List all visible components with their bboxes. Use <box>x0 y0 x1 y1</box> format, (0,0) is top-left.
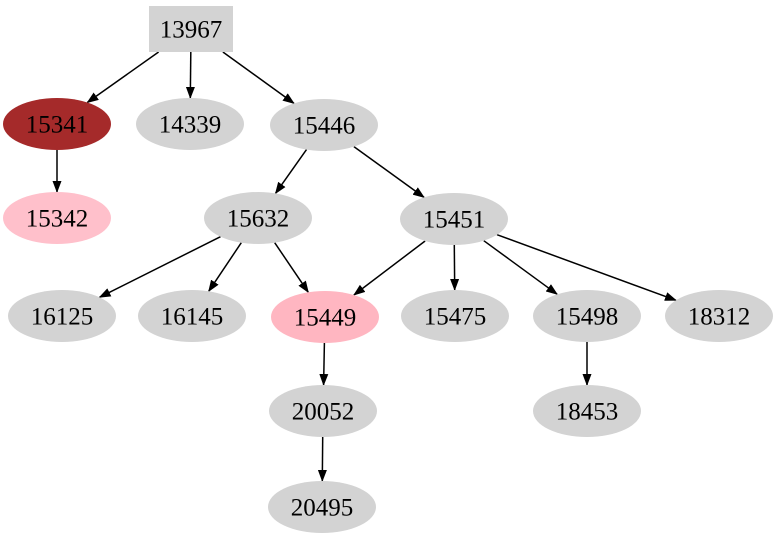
edges-layer <box>52 51 677 482</box>
node-box-shape <box>149 6 233 52</box>
edge-13967-14339 <box>185 51 195 99</box>
graph-node-16145: 16145 <box>138 290 246 342</box>
graph-node-16125: 16125 <box>8 290 116 342</box>
node-label: 15451 <box>423 207 486 234</box>
node-label: 16145 <box>161 304 224 331</box>
node-ellipse-shape <box>268 481 376 533</box>
node-ellipse-shape <box>269 385 377 437</box>
edge-13967-15446 <box>222 51 295 105</box>
node-ellipse-shape <box>204 192 312 244</box>
node-ellipse-shape <box>3 98 111 150</box>
edge-13967-15341 <box>86 51 160 104</box>
graph-node-15341: 15341 <box>3 98 111 150</box>
node-label: 14339 <box>159 112 222 139</box>
node-ellipse-shape <box>665 290 773 342</box>
node-label: 15475 <box>424 304 487 331</box>
node-ellipse-shape <box>533 385 641 437</box>
edge-15632-15449 <box>274 242 309 294</box>
edge-15451-18312 <box>496 233 677 302</box>
node-label: 20495 <box>291 495 354 522</box>
node-label: 15342 <box>26 206 89 233</box>
node-label: 15449 <box>294 305 357 332</box>
graph-node-14339: 14339 <box>136 98 244 150</box>
node-ellipse-shape <box>533 290 641 342</box>
graph-node-15498: 15498 <box>533 290 641 342</box>
node-label: 16125 <box>31 304 94 331</box>
node-label: 15341 <box>26 112 89 139</box>
edge-15446-15451 <box>353 145 425 199</box>
edge-15451-15498 <box>483 240 559 295</box>
node-ellipse-shape <box>270 99 378 151</box>
graph-node-13967: 13967 <box>149 6 233 52</box>
graph-node-20495: 20495 <box>268 481 376 533</box>
graph-node-18312: 18312 <box>665 290 773 342</box>
node-ellipse-shape <box>401 290 509 342</box>
nodes-layer: 13967 15341 14339 15446 15342 15632 15451 16125… <box>3 6 773 533</box>
graph-node-15449: 15449 <box>271 291 379 343</box>
node-label: 15446 <box>293 113 356 140</box>
edge-15632-16125 <box>98 236 221 298</box>
node-ellipse-shape <box>3 192 111 244</box>
node-label: 20052 <box>292 399 355 426</box>
node-ellipse-shape <box>8 290 116 342</box>
node-label: 18453 <box>556 399 619 426</box>
graph-node-15342: 15342 <box>3 192 111 244</box>
node-label: 18312 <box>688 304 751 331</box>
graph-node-15451: 15451 <box>400 193 508 245</box>
graph-node-15475: 15475 <box>401 290 509 342</box>
graph-node-18453: 18453 <box>533 385 641 437</box>
node-ellipse-shape <box>271 291 379 343</box>
node-ellipse-shape <box>400 193 508 245</box>
node-ellipse-shape <box>136 98 244 150</box>
edge-15449-20052 <box>319 342 329 386</box>
node-ellipse-shape <box>138 290 246 342</box>
node-label: 15632 <box>227 206 290 233</box>
edge-15451-15449 <box>353 240 426 296</box>
node-label: 13967 <box>160 17 223 44</box>
edge-15446-15632 <box>274 149 308 195</box>
node-label: 15498 <box>556 304 619 331</box>
graph-node-20052: 20052 <box>269 385 377 437</box>
graph-node-15446: 15446 <box>270 99 378 151</box>
edge-15632-16145 <box>208 242 242 293</box>
graph-node-15632: 15632 <box>204 192 312 244</box>
